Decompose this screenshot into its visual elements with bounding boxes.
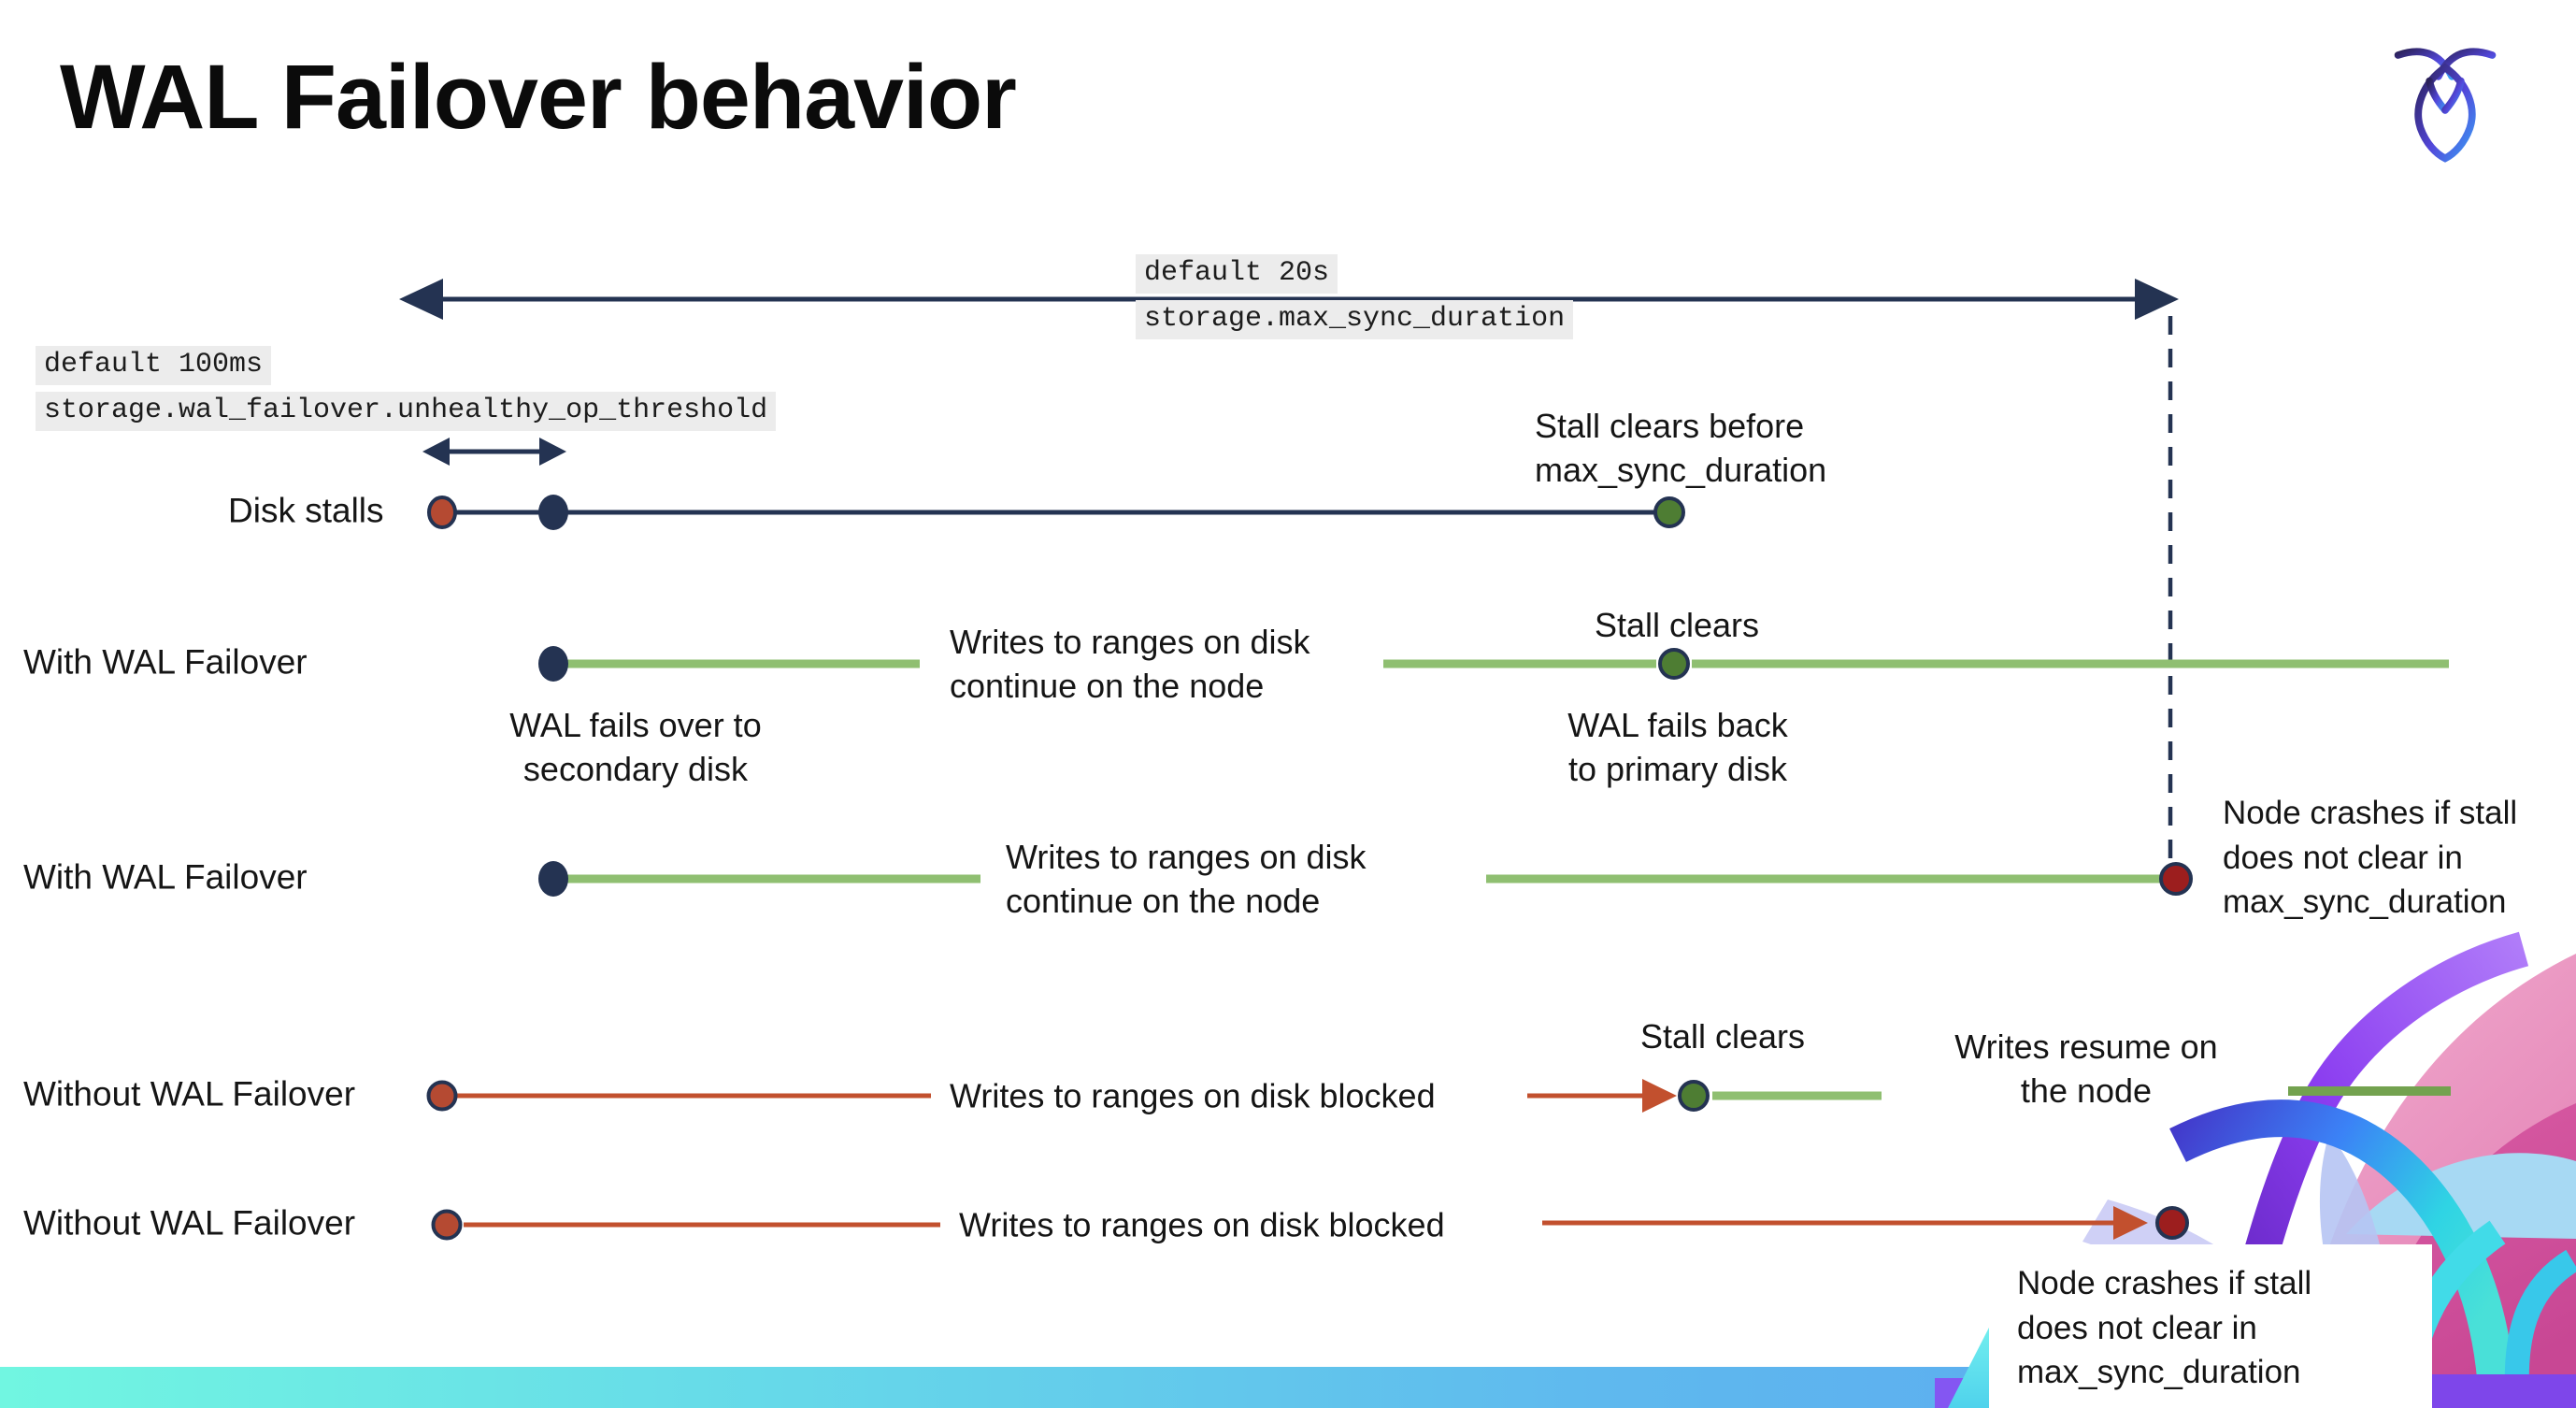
stall-clears-dot [1658,648,1690,680]
node-crash-dot [2159,862,2193,896]
inner-arm-right [2441,77,2465,114]
timeline-with-wal-failover-2 [538,861,2193,897]
threshold-dot [538,495,568,530]
blue-cyan-arc-band [2169,1099,2516,1408]
timeline-without-wal-failover-2 [431,1206,2189,1241]
row-label-without-wal-failover-2: Without WAL Failover [23,1203,356,1243]
timeline-disk-stalls [427,495,1685,530]
note-writes-continue-2: Writes to ranges on disk continue on the… [1006,837,1367,920]
note-writes-resume: Writes resume on the node [1954,1027,2218,1111]
max-sync-duration-label: default 20s storage.max_sync_duration [1136,254,1574,346]
max-sync-duration-arrow [399,279,2179,320]
note-writes-blocked-2: Writes to ranges on disk blocked [959,1205,1445,1244]
max-sync-setting-name: storage.max_sync_duration [1136,300,1574,339]
stall-clears-dot [1653,496,1685,528]
light-blue-dome [2346,1153,2576,1239]
page-title: WAL Failover behavior [60,46,1017,148]
note-wal-fails-back: WAL fails back to primary disk [1567,706,1788,789]
row-label-without-wal-failover-1: Without WAL Failover [23,1074,356,1113]
stall-clears-dot [1678,1080,1710,1112]
stall-start-dot [427,496,457,529]
stall-start-dot [426,1080,458,1112]
note-stall-clears-before: Stall clears before max_sync_duration [1535,407,1827,490]
note-node-crashes-1: Node crashes if stall does not clear in … [2223,795,2518,921]
node-crash-callout-box: Node crashes if stall does not clear in … [1989,1244,2432,1408]
threshold-default-value: default 100ms [36,346,272,385]
row-label-with-wal-failover-2: With WAL Failover [23,857,308,897]
max-sync-default-value: default 20s [1136,254,1338,294]
cockroachdb-logo [2394,48,2497,163]
note-writes-continue-1: Writes to ranges on disk continue on the… [950,622,1310,705]
timeline-with-wal-failover-1 [538,646,2449,682]
unhealthy-op-threshold-arrow [422,438,566,466]
note-stall-clears-1: Stall clears [1594,606,1760,644]
note-stall-clears-2: Stall clears [1639,1017,1806,1056]
stall-start-dot [431,1209,463,1241]
note-writes-blocked-1: Writes to ranges on disk blocked [950,1076,1436,1115]
cyan-corner-wedge [1948,1324,1991,1408]
unhealthy-op-threshold-label: default 100ms storage.wal_failover.unhea… [36,346,777,438]
row-label-disk-stalls: Disk stalls [228,491,384,530]
inner-arm-left [2426,77,2449,114]
note-node-crashes-2: Node crashes if stall does not clear in … [2017,1265,2312,1391]
threshold-setting-name: storage.wal_failover.unhealthy_op_thresh… [36,392,777,431]
row-label-with-wal-failover-1: With WAL Failover [23,642,308,682]
failover-dot [538,861,568,897]
node-crash-dot [2155,1206,2189,1240]
failover-dot [538,646,568,682]
timeline-without-wal-failover-1 [426,1079,2451,1113]
note-wal-fails-over: WAL fails over to secondary disk [509,706,762,789]
